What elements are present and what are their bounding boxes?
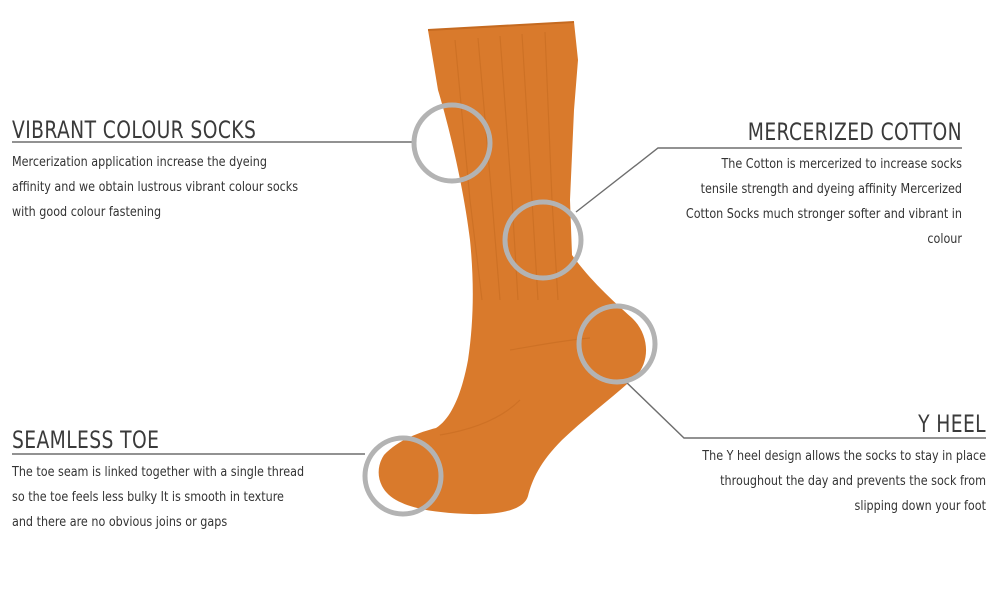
feature-mercerized-cotton: MERCERIZED COTTON The Cotton is merceriz… <box>640 118 962 252</box>
feature-title: MERCERIZED COTTON <box>747 118 962 146</box>
ring-seamless <box>362 435 444 517</box>
feature-seamless-toe: SEAMLESS TOE The toe seam is linked toge… <box>12 426 352 535</box>
feature-description: The Y heel design allows the socks to st… <box>702 449 986 514</box>
leader-line-mercerized <box>575 147 962 213</box>
ring-mercerized <box>502 199 584 281</box>
leader-line-yheel <box>623 379 986 439</box>
feature-y-heel: Y HEEL The Y heel design allows the sock… <box>640 410 986 519</box>
sock-cuff-edge <box>427 21 575 31</box>
feature-title: VIBRANT COLOUR SOCKS <box>12 116 257 144</box>
orange-sock <box>378 22 647 515</box>
feature-title: Y HEEL <box>918 410 986 438</box>
sock-rib-lines <box>439 31 591 436</box>
feature-description: Mercerization application increase the d… <box>12 155 299 220</box>
ring-vibrant <box>411 102 493 184</box>
feature-title: SEAMLESS TOE <box>12 426 160 454</box>
highlight-rings <box>362 102 658 517</box>
feature-vibrant-colour: VIBRANT COLOUR SOCKS Mercerization appli… <box>12 116 352 225</box>
ring-yheel <box>576 303 658 385</box>
feature-description: The toe seam is linked together with a s… <box>12 465 305 530</box>
feature-description: The Cotton is mercerized to increase soc… <box>685 157 962 247</box>
leader-lines <box>12 141 986 455</box>
